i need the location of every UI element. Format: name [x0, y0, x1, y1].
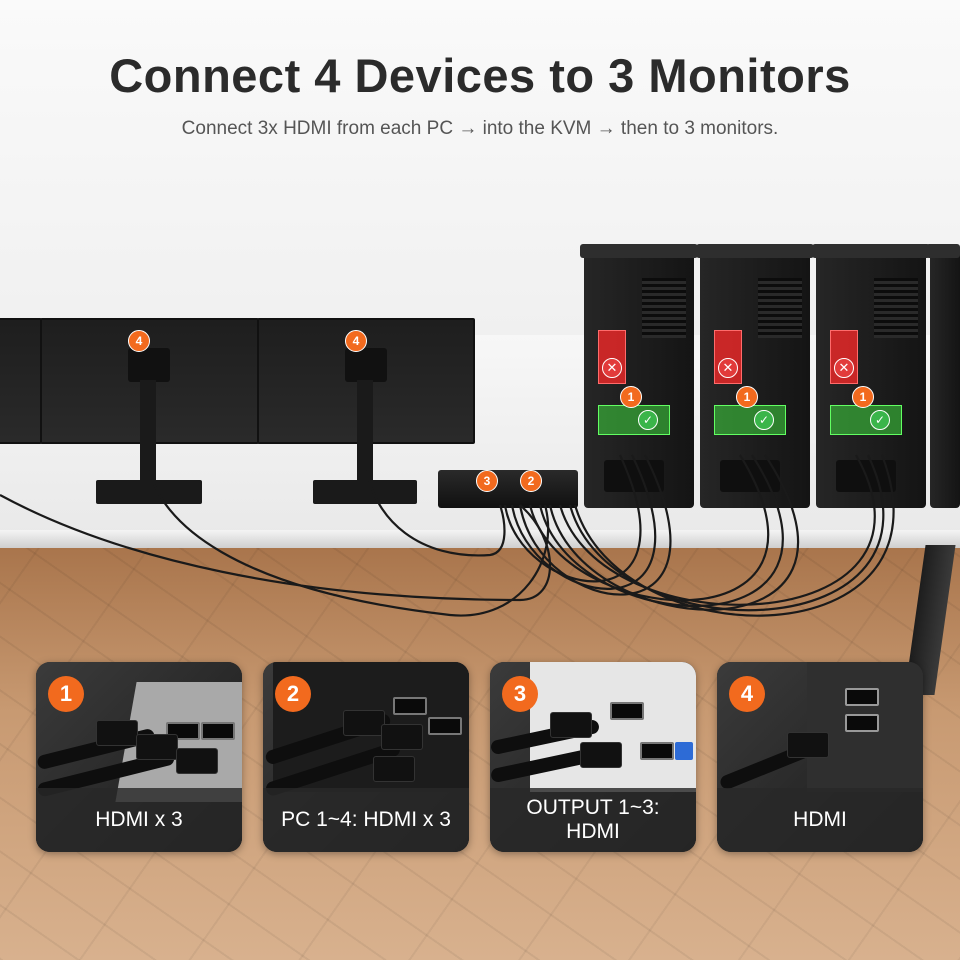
- step-card-2: 2 PC 1~4: HDMI x 3: [263, 662, 469, 852]
- hdmi-plug: [136, 734, 178, 760]
- pc-vent: [642, 278, 686, 338]
- pc-vent: [874, 278, 918, 338]
- pc-3: ✕ ✓ 1: [812, 244, 930, 508]
- x-icon: ✕: [718, 358, 738, 378]
- pc-1: ✕ ✓ 1: [580, 244, 698, 508]
- monitor-stand-head-1: [128, 348, 170, 382]
- hdmi-plug: [787, 732, 829, 758]
- hdmi-plug: [550, 712, 592, 738]
- monitor-badge-2: 4: [345, 330, 367, 352]
- page-subtitle: Connect 3x HDMI from each PC → into the …: [181, 118, 779, 139]
- x-icon: ✕: [602, 358, 622, 378]
- hdmi-port: [845, 688, 879, 706]
- pc-top: [926, 244, 960, 258]
- monitor-left-edge: [0, 318, 42, 444]
- step-label: PC 1~4: HDMI x 3: [263, 788, 469, 852]
- step-label: HDMI x 3: [36, 788, 242, 852]
- hdmi-port: [201, 722, 235, 740]
- step-card-1: 1 HDMI x 3: [36, 662, 242, 852]
- step-number: 3: [502, 676, 538, 712]
- pc-vent: [758, 278, 802, 338]
- step-number: 1: [48, 676, 84, 712]
- monitor-stand-neck-1: [140, 380, 156, 484]
- gpu-io-highlight: [830, 405, 902, 435]
- step-card-3: 3 OUTPUT 1~3: HDMI: [490, 662, 696, 852]
- pc-badge: 1: [620, 386, 642, 408]
- usb-port: [675, 742, 693, 760]
- hdmi-port: [640, 742, 674, 760]
- step-number: 2: [275, 676, 311, 712]
- pc-top: [812, 244, 930, 258]
- hdmi-plug: [381, 724, 423, 750]
- step-card-4: 4 HDMI: [717, 662, 923, 852]
- gpu-io-highlight: [714, 405, 786, 435]
- monitor-stand-head-2: [345, 348, 387, 382]
- hdmi-port: [393, 697, 427, 715]
- x-icon: ✕: [834, 358, 854, 378]
- pc-psu: [720, 460, 780, 492]
- step-number: 4: [729, 676, 765, 712]
- step-label: HDMI: [717, 788, 923, 852]
- pc-top: [580, 244, 698, 258]
- hdmi-port: [428, 717, 462, 735]
- desk-edge: [0, 530, 960, 548]
- hdmi-plug: [373, 756, 415, 782]
- step-label: OUTPUT 1~3: HDMI: [490, 788, 696, 852]
- pc-4-partial: [926, 244, 960, 508]
- hdmi-plug: [580, 742, 622, 768]
- pc-psu: [836, 460, 896, 492]
- hdmi-plug: [96, 720, 138, 746]
- monitor-stand-base-2: [313, 480, 417, 504]
- kvm-badge-output: 3: [476, 470, 498, 492]
- pc-psu: [604, 460, 664, 492]
- kvm-switch: [438, 470, 578, 508]
- pc-badge: 1: [852, 386, 874, 408]
- hdmi-plug: [176, 748, 218, 774]
- check-icon: ✓: [754, 410, 774, 430]
- pc-top: [696, 244, 814, 258]
- kvm-badge-input: 2: [520, 470, 542, 492]
- pc-2: ✕ ✓ 1: [696, 244, 814, 508]
- check-icon: ✓: [638, 410, 658, 430]
- hdmi-plug: [343, 710, 385, 736]
- check-icon: ✓: [870, 410, 890, 430]
- monitor-stand-base-1: [96, 480, 202, 504]
- pc-badge: 1: [736, 386, 758, 408]
- gpu-io-highlight: [598, 405, 670, 435]
- monitor-stand-neck-2: [357, 380, 373, 484]
- hdmi-port: [610, 702, 644, 720]
- monitor-badge-1: 4: [128, 330, 150, 352]
- hdmi-port: [845, 714, 879, 732]
- page-title: Connect 4 Devices to 3 Monitors: [109, 49, 851, 102]
